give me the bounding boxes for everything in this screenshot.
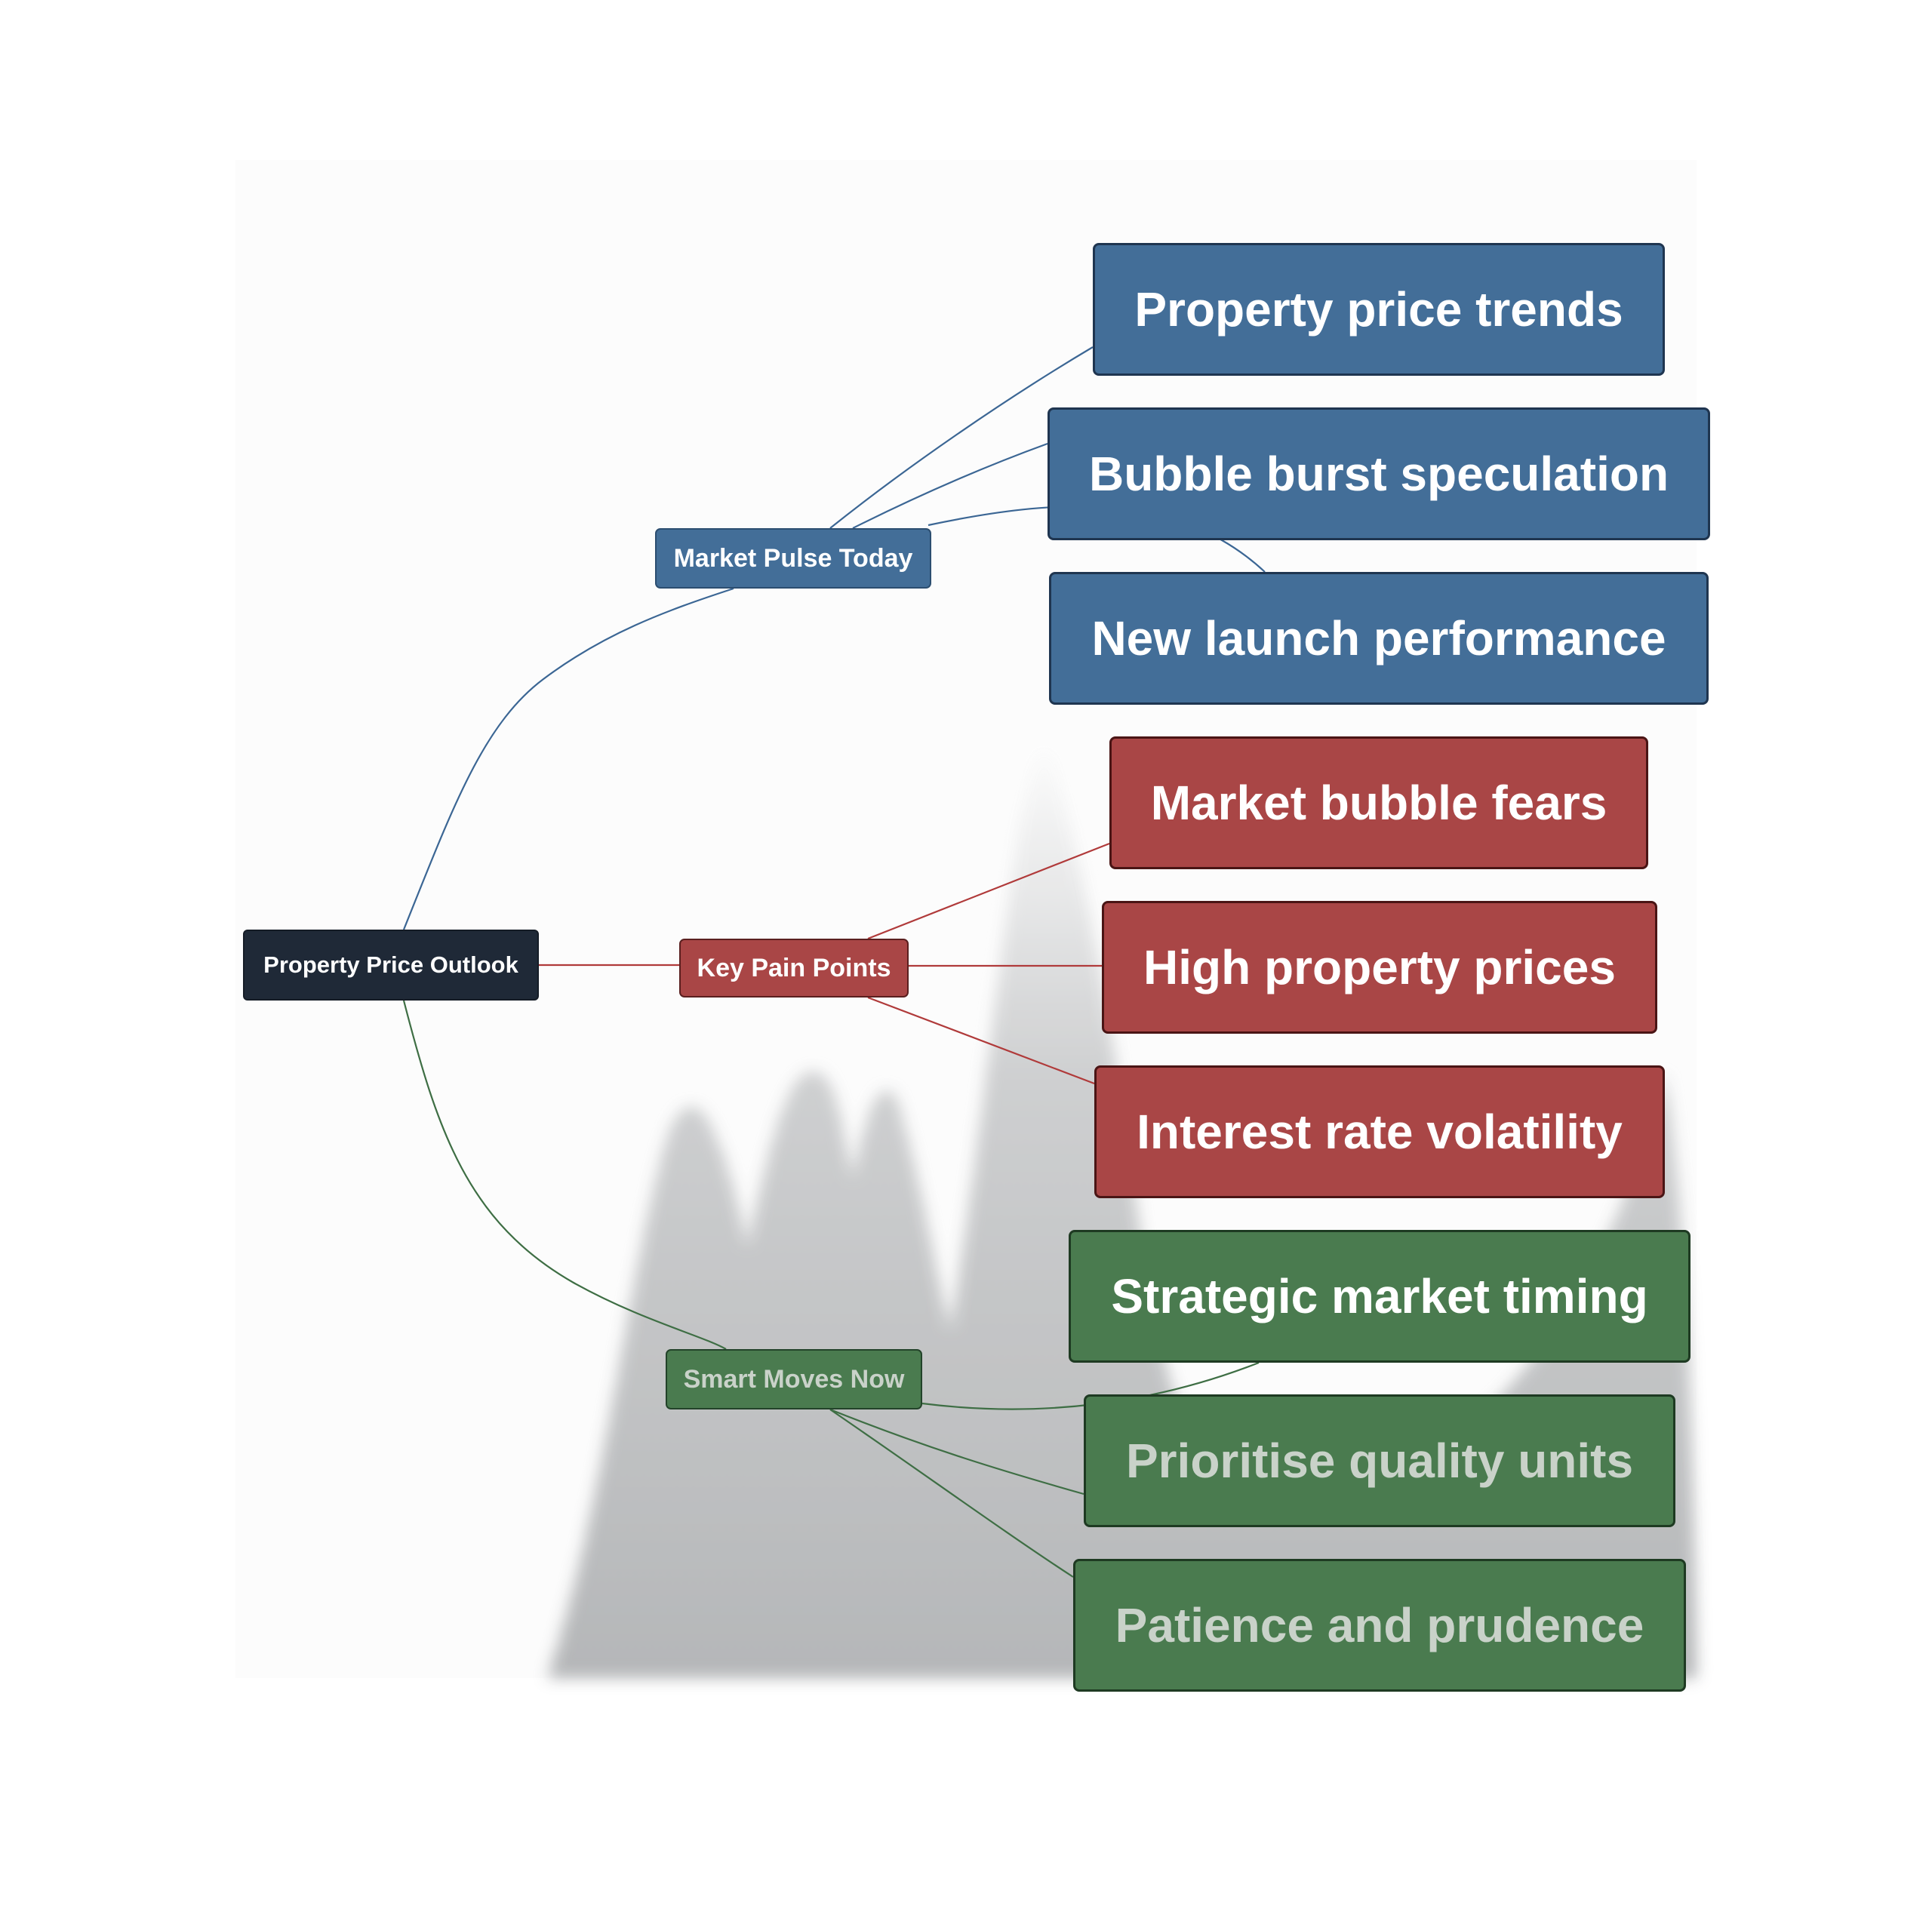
leaf-patience-and-prudence[interactable]: Patience and prudence — [1073, 1559, 1686, 1692]
leaf-label: New launch performance — [1091, 611, 1666, 666]
leaf-label: Market bubble fears — [1150, 776, 1607, 830]
edge-pulse-trends — [829, 346, 1094, 529]
leaf-interest-rate-volatility[interactable]: Interest rate volatility — [1094, 1065, 1665, 1198]
leaf-new-launch-performance[interactable]: New launch performance — [1049, 572, 1709, 705]
edge-pain-volatility — [867, 996, 1095, 1085]
edge-pain-fears — [867, 842, 1110, 940]
branch-key-pain-points[interactable]: Key Pain Points — [679, 939, 909, 997]
root-node-label: Property Price Outlook — [263, 951, 518, 978]
leaf-label: Strategic market timing — [1111, 1269, 1648, 1323]
leaf-strategic-market-timing[interactable]: Strategic market timing — [1069, 1230, 1690, 1363]
leaf-label: Prioritise quality units — [1125, 1434, 1634, 1488]
leaf-label: Property price trends — [1134, 282, 1623, 337]
branch-label: Key Pain Points — [697, 953, 891, 982]
edge-pulse-bubble — [852, 442, 1048, 529]
mountain-silhouettes — [547, 752, 1697, 1678]
branch-label: Smart Moves Now — [683, 1364, 905, 1394]
branch-label: Market Pulse Today — [673, 543, 913, 573]
leaf-high-property-prices[interactable]: High property prices — [1102, 901, 1657, 1034]
branch-smart-moves-now[interactable]: Smart Moves Now — [666, 1349, 922, 1409]
branch-market-pulse-today[interactable]: Market Pulse Today — [655, 528, 931, 589]
leaf-bubble-burst-speculation[interactable]: Bubble burst speculation — [1048, 407, 1710, 540]
leaf-label: Interest rate volatility — [1137, 1105, 1623, 1159]
leaf-market-bubble-fears[interactable]: Market bubble fears — [1109, 736, 1648, 869]
edge-moves-quality — [829, 1408, 1084, 1495]
edge-root-smart-moves — [402, 1000, 727, 1350]
leaf-property-price-trends[interactable]: Property price trends — [1093, 243, 1665, 376]
leaf-label: Bubble burst speculation — [1088, 447, 1669, 501]
leaf-label: Patience and prudence — [1115, 1598, 1644, 1652]
leaf-label: High property prices — [1143, 940, 1616, 994]
edge-root-market-pulse — [402, 587, 734, 930]
root-node[interactable]: Property Price Outlook — [243, 930, 539, 1001]
edge-moves-patience — [829, 1409, 1074, 1578]
leaf-prioritise-quality-units[interactable]: Prioritise quality units — [1084, 1394, 1675, 1527]
